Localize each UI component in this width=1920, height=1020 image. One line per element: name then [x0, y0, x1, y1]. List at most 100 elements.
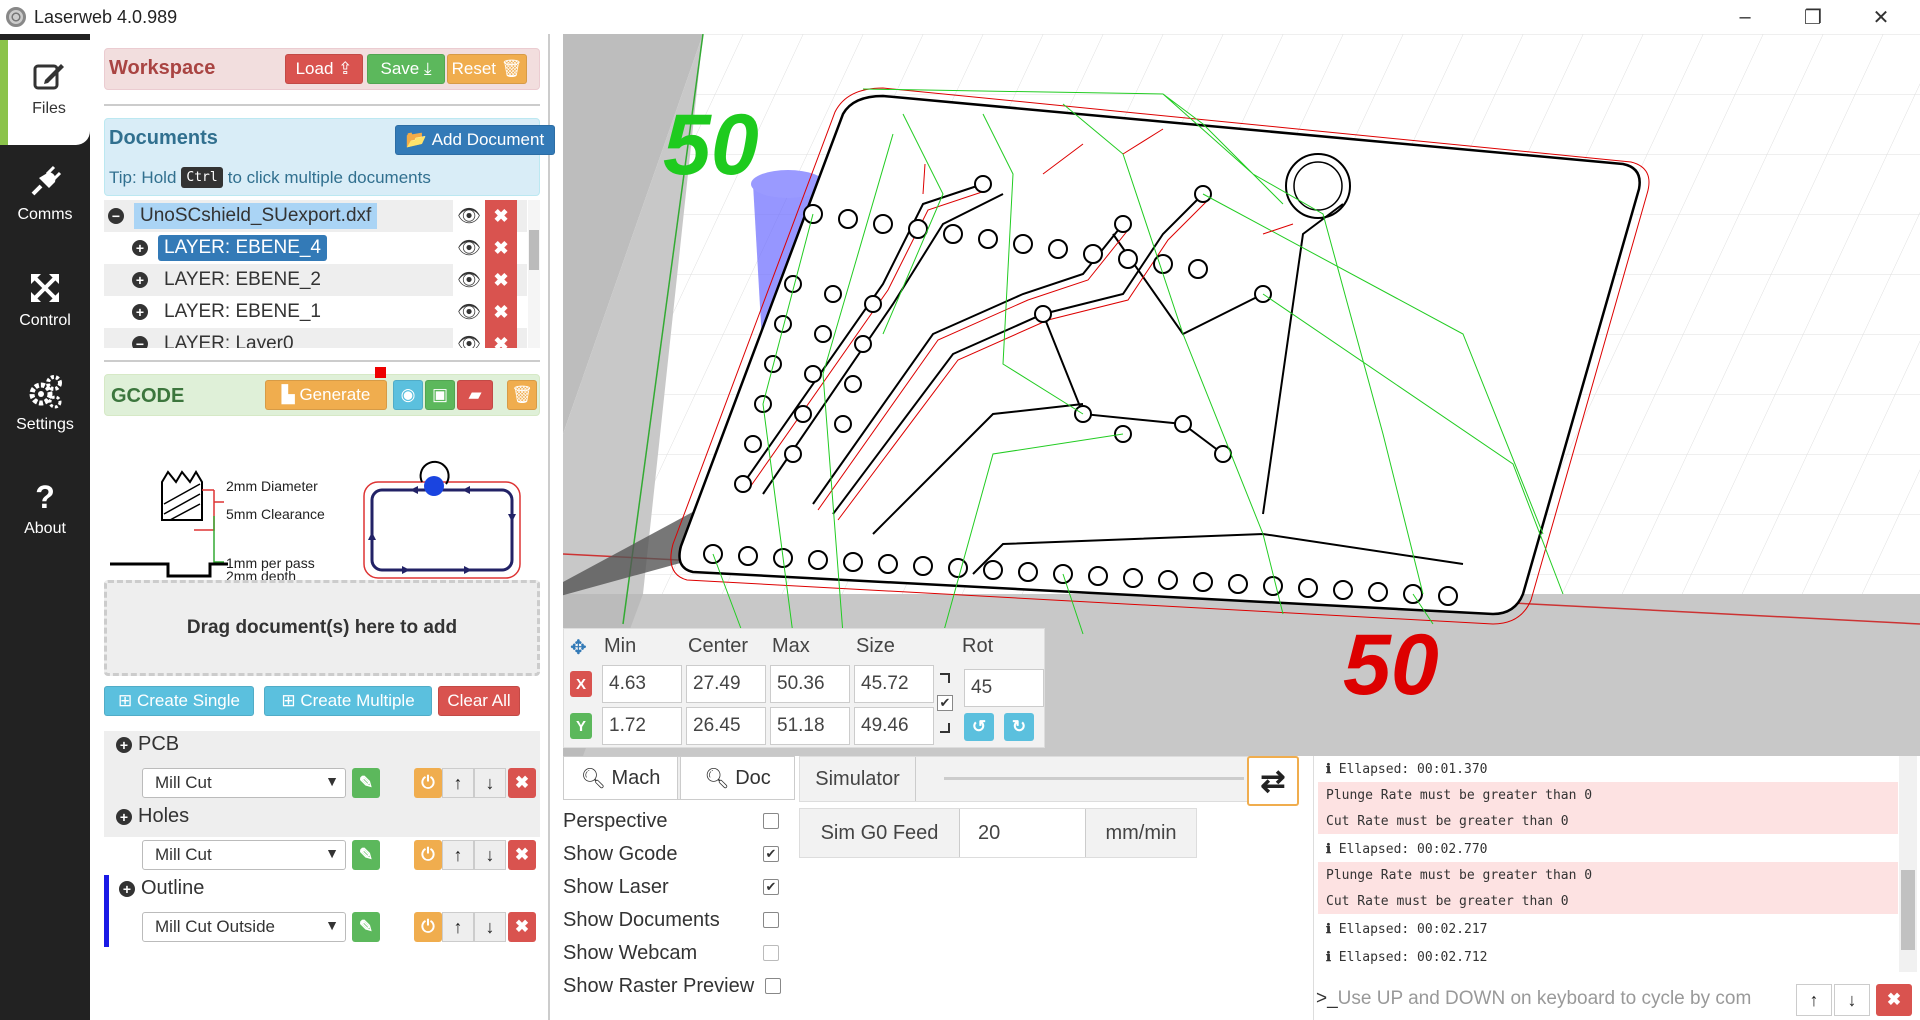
- operation-header-bg: [104, 803, 540, 837]
- move-up-button[interactable]: ↑: [442, 840, 474, 870]
- link-bracket-bottom: [940, 723, 950, 733]
- x-size-input[interactable]: 45.72: [854, 665, 934, 703]
- rotate-right-icon: ↻: [1011, 717, 1027, 736]
- magic-wand-button[interactable]: ✎: [352, 912, 380, 942]
- trash-icon: 🗑: [511, 385, 533, 404]
- operation-header[interactable]: +PCB: [116, 733, 179, 756]
- sim-g0-feed-group: Sim G0 Feed 20 mm/min: [799, 808, 1197, 858]
- operation-header[interactable]: +Holes: [116, 805, 189, 828]
- minimize-button[interactable]: –: [1739, 5, 1751, 28]
- view-gcode-button[interactable]: ◉: [393, 380, 423, 410]
- tree-scrollbar[interactable]: [528, 200, 540, 348]
- tree-row-layer[interactable]: + LAYER: EBENE_1 👁 ✖: [104, 296, 527, 328]
- remove-layer-button[interactable]: ✖: [485, 232, 517, 264]
- operations-list: +PCB Mill Cut▼ ✎ ⏻ ↑ ↓ ✖ +Holes Mill Cut…: [104, 731, 540, 985]
- perspective-checkbox[interactable]: [763, 813, 779, 829]
- y-min-input[interactable]: 1.72: [602, 707, 682, 745]
- nav-files[interactable]: Files: [0, 40, 90, 145]
- eye-icon[interactable]: 👁: [453, 296, 485, 328]
- history-down-button[interactable]: ↓: [1834, 984, 1870, 1016]
- tree-row-layer[interactable]: + LAYER: EBENE_4 👁 ✖: [104, 232, 527, 264]
- create-single-button[interactable]: ⊞ Create Single: [104, 686, 254, 716]
- reset-workspace-button[interactable]: Reset 🗑: [447, 54, 527, 84]
- remove-layer-button[interactable]: ✖: [485, 264, 517, 296]
- close-window-button[interactable]: ✕: [1872, 6, 1890, 29]
- eye-icon[interactable]: 👁: [453, 328, 485, 348]
- create-multiple-button[interactable]: ⊞ Create Multiple: [264, 686, 432, 716]
- clear-gcode-button[interactable]: 🗑: [507, 380, 537, 410]
- ctrl-key: Ctrl: [181, 167, 223, 188]
- history-up-button[interactable]: ↑: [1796, 984, 1832, 1016]
- move-down-button[interactable]: ↓: [474, 840, 506, 870]
- doc-label: Doc: [735, 766, 771, 789]
- x-max-input[interactable]: 50.36: [770, 665, 850, 703]
- option-label: Perspective: [563, 810, 668, 832]
- simulator-slider[interactable]: [944, 777, 1244, 780]
- show-raster-preview-checkbox[interactable]: [765, 978, 781, 994]
- save-gcode-button[interactable]: ▣: [425, 380, 455, 410]
- operation-type-select[interactable]: Mill Cut▼: [142, 840, 346, 870]
- tree-row-layer[interactable]: − LAYER: Layer0 👁 ✖: [104, 328, 527, 348]
- eye-icon[interactable]: 👁: [453, 232, 485, 264]
- show-gcode-checkbox[interactable]: ✔: [763, 846, 779, 862]
- console-input[interactable]: >_Use UP and DOWN on keyboard to cycle b…: [1314, 980, 1794, 1018]
- lock-aspect-checkbox[interactable]: ✔: [937, 695, 953, 711]
- save-workspace-button[interactable]: Save ⤓: [367, 54, 445, 84]
- console-scroll-thumb[interactable]: [1901, 870, 1915, 950]
- magic-wand-button[interactable]: ✎: [352, 768, 380, 798]
- show-documents-checkbox[interactable]: [763, 912, 779, 928]
- open-gcode-button[interactable]: ▰: [457, 380, 493, 410]
- load-workspace-button[interactable]: Load ⇪: [285, 54, 363, 84]
- doc-view-button[interactable]: 🔍︎ Doc: [680, 756, 795, 800]
- arrow-down-icon: ↓: [485, 844, 495, 865]
- toggle-power-button[interactable]: ⏻: [414, 840, 442, 870]
- nav-control[interactable]: Control: [0, 252, 90, 357]
- maximize-button[interactable]: ❐: [1804, 6, 1822, 29]
- move-up-button[interactable]: ↑: [442, 912, 474, 942]
- remove-operation-button[interactable]: ✖: [508, 768, 536, 798]
- remove-document-button[interactable]: ✖: [485, 200, 517, 232]
- mach-view-button[interactable]: 🔍︎ Mach: [563, 756, 678, 800]
- move-icon[interactable]: ✥: [570, 637, 587, 659]
- operation-type-select[interactable]: Mill Cut Outside▼: [142, 912, 346, 942]
- x-center-input[interactable]: 27.49: [686, 665, 766, 703]
- sim-g0-input[interactable]: 20: [960, 809, 1086, 857]
- clear-console-button[interactable]: ✖: [1876, 984, 1912, 1016]
- add-document-button[interactable]: 📂 Add Document: [395, 125, 555, 155]
- nav-settings[interactable]: Settings: [0, 356, 90, 461]
- remove-operation-button[interactable]: ✖: [508, 840, 536, 870]
- eye-icon[interactable]: 👁: [453, 200, 485, 232]
- generate-gcode-button[interactable]: ▙ Generate: [265, 380, 387, 410]
- drop-zone[interactable]: Drag document(s) here to add: [104, 580, 540, 676]
- rotation-input[interactable]: 45: [964, 669, 1044, 707]
- toggle-power-button[interactable]: ⏻: [414, 912, 442, 942]
- move-down-button[interactable]: ↓: [474, 912, 506, 942]
- console-scrollbar[interactable]: [1899, 756, 1917, 972]
- operation-type-select[interactable]: Mill Cut▼: [142, 768, 346, 798]
- swap-layout-icon[interactable]: ⇄: [1247, 756, 1299, 806]
- rotate-ccw-button[interactable]: ↺: [964, 713, 994, 741]
- toggle-power-button[interactable]: ⏻: [414, 768, 442, 798]
- remove-operation-button[interactable]: ✖: [508, 912, 536, 942]
- move-up-button[interactable]: ↑: [442, 768, 474, 798]
- rotate-cw-button[interactable]: ↻: [1004, 713, 1034, 741]
- remove-layer-button[interactable]: ✖: [485, 328, 517, 348]
- show-laser-checkbox[interactable]: ✔: [763, 879, 779, 895]
- clear-all-button[interactable]: Clear All: [438, 686, 520, 716]
- magic-wand-button[interactable]: ✎: [352, 840, 380, 870]
- y-size-input[interactable]: 49.46: [854, 707, 934, 745]
- operation-header[interactable]: +Outline: [119, 877, 204, 900]
- remove-layer-button[interactable]: ✖: [485, 296, 517, 328]
- x-min-input[interactable]: 4.63: [602, 665, 682, 703]
- power-icon: ⏻: [421, 917, 435, 936]
- nav-about[interactable]: ? About: [0, 460, 90, 565]
- tree-row-layer[interactable]: + LAYER: EBENE_2 👁 ✖: [104, 264, 527, 296]
- nav-comms[interactable]: Comms: [0, 146, 90, 251]
- tree-scroll-thumb[interactable]: [529, 230, 539, 270]
- y-center-input[interactable]: 26.45: [686, 707, 766, 745]
- move-down-button[interactable]: ↓: [474, 768, 506, 798]
- tree-row-document[interactable]: − UnoSCshield_SUexport.dxf 👁 ✖: [104, 200, 527, 232]
- y-max-input[interactable]: 51.18: [770, 707, 850, 745]
- eye-icon[interactable]: 👁: [453, 264, 485, 296]
- show-webcam-checkbox[interactable]: [763, 945, 779, 961]
